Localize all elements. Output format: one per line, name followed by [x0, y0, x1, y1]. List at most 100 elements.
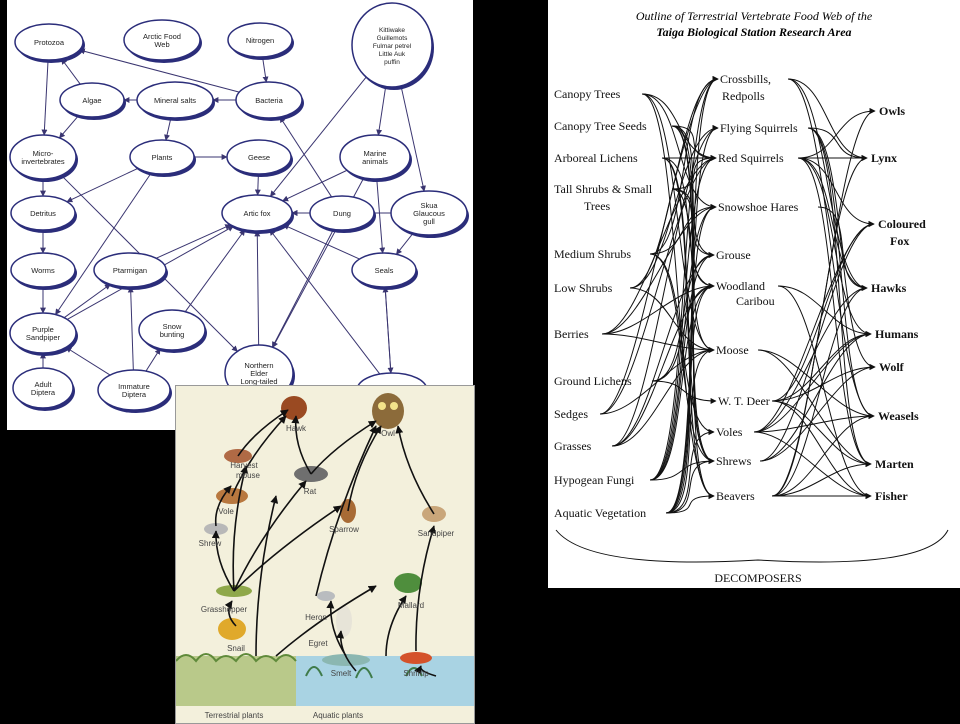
- arctic-edge-elder-arcticfox: [254, 230, 261, 346]
- taiga-edge-fungi-woodland: [649, 283, 715, 481]
- arctic-node-micro: Micro-invertebrates: [9, 134, 78, 182]
- pond-label-snail: Snail: [227, 644, 245, 653]
- arctic-node-ptarmigan: Ptarmigan: [93, 252, 168, 290]
- arctic-edge-bacteria-protozoa: [78, 48, 240, 93]
- arctic-edge-marine-seals: [376, 178, 386, 254]
- taiga-edge-beavers-marten: [771, 461, 872, 497]
- arctic-edge-ptarmigan-arcticfox: [155, 224, 232, 259]
- arctic-edge-nitrogen-bacteria: [262, 56, 269, 83]
- taiga-edge-deer-coloured: [771, 221, 875, 402]
- taiga-node-flying: Flying Squirrels: [720, 121, 798, 135]
- taiga-node-marten: Marten: [875, 457, 914, 471]
- pond-arrow: [315, 425, 377, 597]
- taiga-node-grouse: Grouse: [716, 248, 751, 262]
- arctic-node-label: Long-tailed: [240, 377, 277, 386]
- taiga-node-fisher: Fisher: [875, 489, 908, 503]
- arctic-node-label: Immature: [118, 382, 150, 391]
- taiga-edge-crossbills-lynx: [787, 78, 868, 161]
- arctic-node-label: Worms: [31, 266, 55, 275]
- taiga-node-voles: Voles: [716, 425, 743, 439]
- pond-label-egret: Egret: [308, 639, 328, 648]
- taiga-edge-sedges-crossbills: [599, 76, 719, 415]
- arctic-edge-algae-protozoa: [61, 58, 81, 85]
- pond-label-owl: Owl: [381, 429, 395, 438]
- taiga-node-sedges: Sedges: [554, 407, 588, 421]
- arctic-node-detritus: Detritus: [10, 195, 77, 233]
- arctic-node-label: Micro-: [33, 149, 54, 158]
- taiga-node-humans: Humans: [875, 327, 919, 341]
- taiga-node-deer: W. T. Deer: [718, 394, 770, 408]
- taiga-edge-berries-moose: [601, 333, 715, 353]
- taiga-edge-red-coloured: [797, 157, 875, 227]
- pond-arrow: [347, 425, 382, 512]
- taiga-node-shrews: Shrews: [716, 454, 752, 468]
- taiga-edge-berries-snowshoe: [601, 204, 717, 335]
- arctic-node-label: Detritus: [30, 209, 56, 218]
- arctic-node-label: Mineral salts: [154, 96, 196, 105]
- taiga-node-decomposers: DECOMPOSERS: [714, 571, 801, 585]
- pond-arrow: [232, 465, 249, 592]
- taiga-edge-low-flying: [629, 125, 719, 289]
- arctic-edge-seals-arcticfox: [282, 224, 360, 260]
- arctic-node-label: Diptera: [122, 390, 147, 399]
- arctic-node-algae: Algae: [59, 82, 126, 120]
- arctic-node-label: Skua: [420, 201, 438, 210]
- taiga-edge-low-moose: [629, 287, 715, 353]
- taiga-edge-fungi-grouse: [649, 252, 715, 481]
- pond-label-rat: Rat: [304, 487, 317, 496]
- arctic-edge-dung-elder: [271, 229, 334, 348]
- taiga-edge-fungi-crossbills: [649, 76, 719, 481]
- taiga-edge-voles-humans: [753, 331, 872, 433]
- pond-label-smelt: Smelt: [331, 669, 352, 678]
- pond-arrow: [275, 585, 377, 657]
- taiga-edge-aquatic-moose: [665, 347, 715, 514]
- taiga-node-crossbills: Crossbills,: [720, 72, 771, 86]
- taiga-node-lynx: Lynx: [871, 151, 897, 165]
- arctic-node-label: Web: [154, 40, 169, 49]
- taiga-edge-aquatic-snowshoe: [665, 204, 717, 514]
- taiga-edge-grasses-moose: [611, 347, 715, 447]
- taiga-edge-aquatic-crossbills: [665, 76, 719, 514]
- arctic-node-label: Arctic Food: [143, 32, 181, 41]
- taiga-title-line1: Outline of Terrestrial Vertebrate Food W…: [636, 9, 873, 23]
- pond-arrow: [415, 525, 436, 652]
- arctic-edge-immature-snow: [145, 348, 161, 372]
- taiga-edge-grasses-grouse: [611, 252, 715, 447]
- taiga-node-woodland: Woodland: [716, 279, 765, 293]
- pond-arrow: [395, 425, 435, 515]
- arctic-node-label: Fulmar petrel: [373, 43, 412, 50]
- taiga-node-snowshoe: Snowshoe Hares: [718, 200, 799, 214]
- arctic-node-label: puffin: [384, 59, 400, 66]
- taiga-edge-canopy-snowshoe: [641, 93, 717, 210]
- arctic-edge-kittiwake-arcticfox: [269, 76, 367, 197]
- taiga-edge-medium-snowshoe: [649, 204, 717, 255]
- heron-icon: [317, 591, 335, 601]
- taiga-edge-shrews-wolf: [759, 364, 876, 462]
- arctic-edge-geese-arcticfox: [254, 173, 261, 196]
- arctic-node-dung: Dung: [309, 195, 376, 233]
- shrimp-icon: [400, 652, 432, 664]
- terrestrial-ground: [176, 656, 296, 706]
- taiga-edge-fungi-red: [649, 155, 717, 481]
- taiga-edge-tallshrubs-red: [671, 155, 717, 190]
- taiga-title-line2: Taiga Biological Station Research Area: [656, 25, 851, 39]
- taiga-node-coloured: Coloured: [878, 217, 926, 231]
- arctic-node-label: Dung: [333, 209, 351, 218]
- pond-label-harvest-mouse2: mouse: [236, 471, 261, 480]
- taiga-node-red: Red Squirrels: [718, 151, 784, 165]
- taiga-edge-moose-weasels: [757, 349, 875, 419]
- arctic-node-plants: Plants: [129, 139, 196, 177]
- mallard-icon: [394, 573, 422, 593]
- arctic-node-label: Nitrogen: [246, 36, 274, 45]
- taiga-edge-aquatic-voles: [665, 429, 715, 514]
- taiga-edge-lichens-beavers: [661, 157, 715, 499]
- pond-arrow: [214, 485, 232, 527]
- arctic-node-worms: Worms: [10, 252, 77, 290]
- arctic-node-label: Kittiwake: [379, 27, 405, 34]
- arctic-edge-protozoa-micro: [41, 59, 49, 136]
